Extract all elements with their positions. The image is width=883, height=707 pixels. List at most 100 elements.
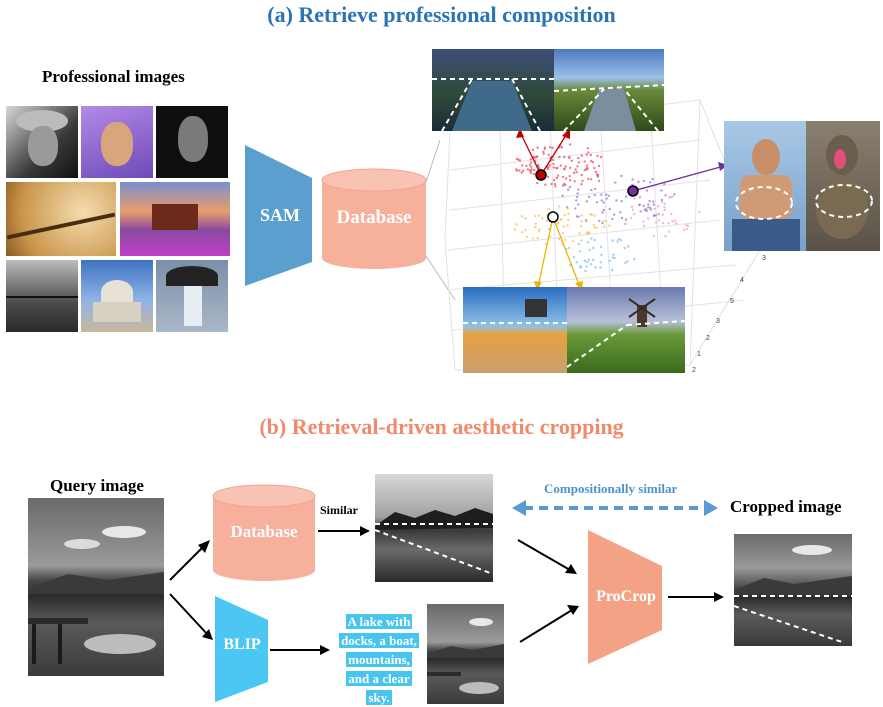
scatter-point — [601, 222, 604, 225]
scatter-point — [529, 158, 532, 161]
scatter-point — [555, 167, 558, 170]
scatter-point — [552, 162, 555, 166]
scatter-point — [513, 228, 517, 231]
arrow-caption-to-procrop — [519, 609, 573, 643]
professional-images-label: Professional images — [42, 67, 185, 86]
scatter-point — [545, 219, 548, 222]
scatter-point — [605, 197, 608, 200]
scatter-point — [580, 154, 584, 157]
scatter-point — [575, 171, 578, 174]
scatter-point — [643, 224, 646, 228]
arrow-purple — [632, 165, 725, 192]
scatter-point — [671, 220, 674, 223]
scatter-point — [600, 245, 603, 248]
scatter-point — [567, 212, 570, 215]
umbrella-girl-image — [156, 260, 228, 332]
scatter-point — [644, 208, 648, 211]
scatter-point — [596, 173, 599, 176]
scatter-point — [661, 213, 664, 216]
scatter-point — [536, 236, 539, 240]
scatter-point — [521, 169, 525, 172]
scatter-point — [633, 197, 636, 200]
scatter-point — [563, 167, 566, 170]
scatter-point — [525, 164, 528, 168]
scatter-point — [652, 234, 655, 238]
scatter-point — [575, 199, 578, 202]
scatter-point — [660, 198, 664, 202]
procrop-label: ProCrop — [596, 588, 656, 605]
scatter-point — [515, 168, 518, 171]
scatter-point — [638, 203, 641, 206]
scatter-point — [589, 153, 592, 157]
scatter-point — [530, 165, 533, 169]
scatter-point — [686, 224, 690, 228]
scatter-point — [547, 166, 550, 169]
bw-landscape-image — [6, 260, 78, 332]
scatter-point — [577, 161, 580, 164]
scatter-point — [555, 176, 559, 180]
scatter-point — [611, 268, 614, 272]
retrieved-atv-desert-image — [463, 287, 567, 373]
scatter-point — [620, 200, 623, 203]
marker-red — [535, 169, 547, 181]
plot-tick: 1 — [697, 351, 701, 358]
scatter-point — [585, 164, 589, 167]
scatter-point — [515, 223, 518, 226]
retrieved-windmill-image — [567, 287, 685, 373]
scatter-point — [626, 260, 629, 263]
scatter-point — [530, 168, 533, 171]
scatter-point — [584, 269, 587, 273]
scatter-point — [637, 180, 640, 184]
scatter-point — [570, 159, 573, 162]
blip-label: BLIP — [223, 636, 261, 653]
scatter-point — [682, 228, 686, 231]
scatter-point — [645, 189, 649, 192]
query-image — [28, 498, 164, 676]
scatter-point — [624, 222, 627, 226]
scatter-point — [572, 171, 576, 175]
query-image-label: Query image — [50, 476, 144, 495]
scatter-point — [593, 187, 597, 191]
scatter-point — [568, 185, 572, 189]
scatter-point — [587, 151, 590, 154]
caption-line: docks, a boat, — [339, 633, 419, 648]
scatter-point — [599, 266, 602, 269]
scatter-point — [631, 208, 635, 211]
caption-line: sky. — [366, 690, 392, 705]
scatter-point — [593, 193, 596, 197]
scatter-point — [568, 175, 571, 178]
similar-lake-image — [375, 474, 493, 582]
scatter-point — [605, 220, 608, 223]
plot-tick: 3 — [762, 255, 766, 262]
scatter-point — [583, 160, 586, 163]
scatter-point — [552, 166, 555, 169]
scatter-point — [589, 263, 593, 266]
scatter-point — [648, 199, 651, 203]
scatter-point — [698, 210, 701, 214]
scatter-point — [568, 179, 572, 182]
blip-caption: A lake with docks, a boat, mountains, an… — [334, 612, 424, 707]
scatter-point — [524, 217, 527, 220]
scatter-point — [537, 230, 540, 233]
scatter-point — [577, 242, 581, 246]
scatter-point — [567, 246, 571, 250]
scatter-point — [524, 229, 527, 232]
compositionally-similar-arrow — [512, 500, 718, 516]
scatter-point — [624, 195, 628, 198]
scatter-point — [593, 166, 596, 170]
scatter-point — [577, 203, 580, 206]
scatter-point — [567, 218, 570, 221]
scatter-point — [587, 258, 591, 261]
scatter-point — [608, 224, 611, 227]
portrait-woman-bw-image — [156, 106, 228, 178]
scatter-point — [647, 217, 650, 220]
scatter-point — [563, 213, 567, 217]
retrieved-river-image-1 — [432, 49, 554, 131]
scatter-point — [547, 153, 550, 156]
scatter-point — [614, 181, 617, 184]
arrow-red-1 — [519, 131, 542, 176]
scatter-point — [560, 146, 564, 149]
scatter-point — [557, 221, 560, 224]
scatter-point — [530, 161, 533, 164]
scatter-point — [521, 231, 524, 234]
